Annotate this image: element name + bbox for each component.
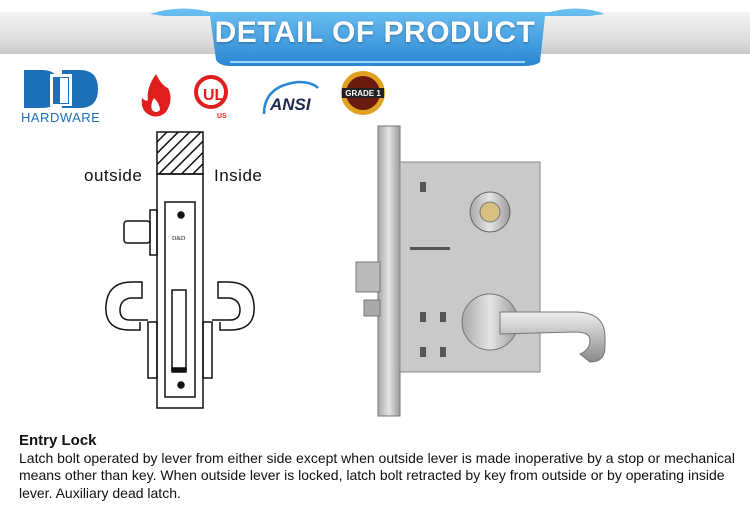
svg-text:ANSI: ANSI [269,95,312,114]
svg-text:US: US [217,113,227,120]
product-description-block: Entry Lock Latch bolt operated by lever … [19,432,744,502]
ansi-icon: ANSI [262,80,319,115]
svg-text:UL: UL [203,87,225,104]
case-brand: D&D [172,236,186,242]
mortise-lock-photo [355,125,606,417]
grade-1-icon: GRADE 1 [341,71,385,115]
fire-rated-icon [141,74,171,117]
ul-listed-icon: UL US [194,75,228,120]
brand-logo-icon [24,70,98,108]
product-name: Entry Lock [19,432,97,449]
inside-label: Inside [214,166,263,185]
brand-name: HARDWARE [21,110,101,125]
svg-text:GRADE 1: GRADE 1 [345,89,381,98]
banner-title: DETAIL OF PRODUCT [214,16,536,49]
banner-ribbon [150,8,605,66]
outside-label: outside [84,166,143,185]
lock-diagram: D&D [105,131,255,409]
product-description: Latch bolt operated by lever from either… [19,449,735,501]
